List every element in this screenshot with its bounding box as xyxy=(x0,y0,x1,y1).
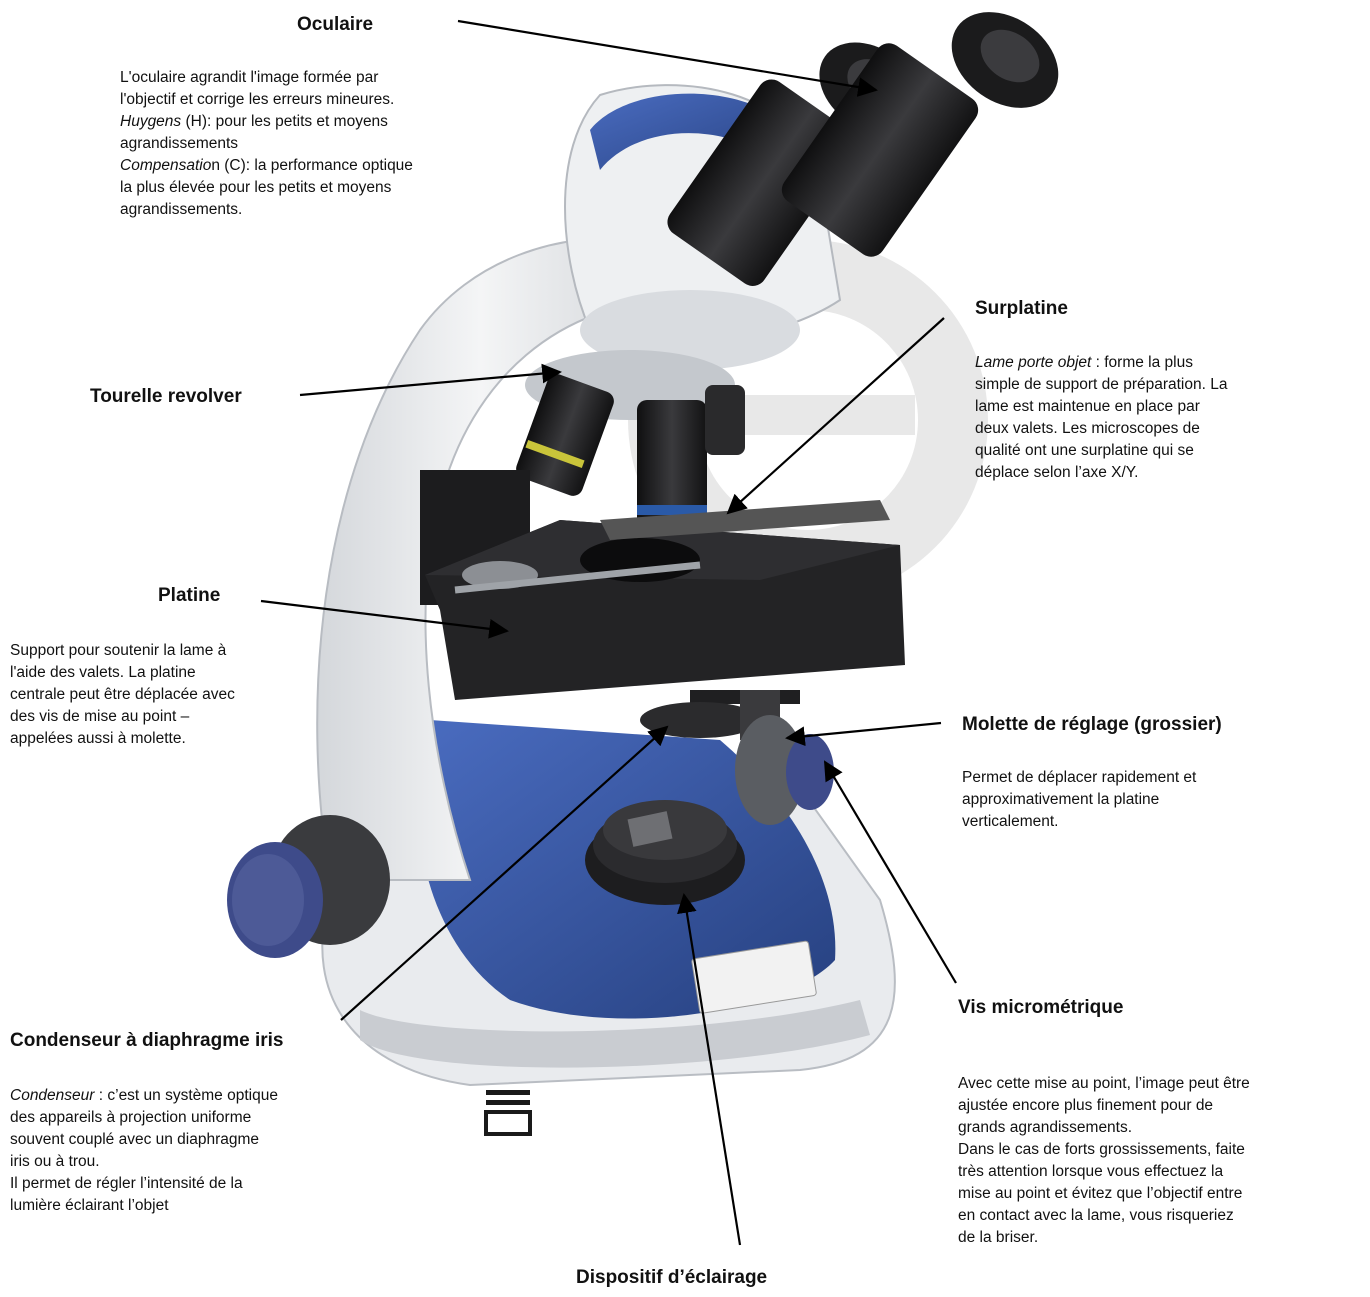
condenseur-line-5: lumière éclairant l’objet xyxy=(10,1195,350,1217)
condenseur-title: Condenseur à diaphragme iris xyxy=(10,1029,283,1053)
platine-line-3: centrale peut être déplacée avec xyxy=(10,684,330,706)
vis-line-3: grands agrandissements. xyxy=(958,1117,1363,1139)
vis-line-8: de la briser. xyxy=(958,1227,1363,1249)
oculaire-compensation-line-2: agrandissements. xyxy=(120,199,460,221)
condenseur-term: Condenseur xyxy=(10,1087,94,1104)
surplatine-line-2: lame est maintenue en place par xyxy=(975,396,1275,418)
vis-description: Avec cette mise au point, l’image peut ê… xyxy=(958,1073,1363,1249)
condenseur-line-1: des appareils à projection uniforme xyxy=(10,1107,350,1129)
condenseur-line-3: iris ou à trou. xyxy=(10,1151,350,1173)
molette-description: Permet de déplacer rapidement et approxi… xyxy=(962,767,1282,833)
oculaire-huygens-term: Huygens xyxy=(120,113,181,130)
condenseur-line-4: Il permet de régler l’intensité de la xyxy=(10,1173,350,1195)
oculaire-compensation-line-1: la plus élevée pour les petits et moyens xyxy=(120,177,460,199)
arrow-molette xyxy=(787,723,941,738)
tourelle-title: Tourelle revolver xyxy=(90,385,242,409)
molette-line-3: verticalement. xyxy=(962,811,1282,833)
molette-title: Molette de réglage (grossier) xyxy=(962,713,1222,737)
arrow-oculaire xyxy=(458,21,876,90)
oculaire-title: Oculaire xyxy=(297,13,373,37)
surplatine-line-4: qualité ont une surplatine qui se xyxy=(975,440,1275,462)
molette-line-2: approximativement la platine xyxy=(962,789,1282,811)
platine-line-4: des vis de mise au point – xyxy=(10,706,330,728)
surplatine-text: : forme la plus xyxy=(1091,354,1193,371)
platine-title: Platine xyxy=(158,584,220,608)
vis-line-6: mise au point et évitez que l’objectif e… xyxy=(958,1183,1363,1205)
oculaire-huygens-text: (H): pour les petits et moyens xyxy=(181,113,388,130)
platine-line-2: l'aide des valets. La platine xyxy=(10,662,330,684)
surplatine-line-5: déplace selon l’axe X/Y. xyxy=(975,462,1275,484)
oculaire-line-2: l'objectif et corrige les erreurs mineur… xyxy=(120,89,460,111)
oculaire-description: L'oculaire agrandit l'image formée par l… xyxy=(120,67,460,221)
vis-title: Vis micrométrique xyxy=(958,996,1123,1020)
oculaire-huygens-cont: agrandissements xyxy=(120,133,460,155)
surplatine-description: Lame porte objet : forme la plus simple … xyxy=(975,352,1275,484)
vis-line-1: Avec cette mise au point, l’image peut ê… xyxy=(958,1073,1363,1095)
oculaire-compensation-text: n (C): la performance optique xyxy=(211,157,413,174)
condenseur-text: : c’est un système optique xyxy=(94,1087,278,1104)
focus-knob-right-icon xyxy=(735,715,834,825)
oculaire-compensation-term: Compensatio xyxy=(120,157,211,174)
surplatine-term: Lame porte objet xyxy=(975,354,1091,371)
surplatine-line-1: simple de support de préparation. La xyxy=(975,374,1275,396)
vis-line-2: ajustée encore plus finement pour de xyxy=(958,1095,1363,1117)
vis-line-5: très attention lorsque vous effectuez la xyxy=(958,1161,1363,1183)
platine-line-5: appelées aussi à molette. xyxy=(10,728,330,750)
platine-line-1: Support pour soutenir la lame à xyxy=(10,640,330,662)
molette-line-1: Permet de déplacer rapidement et xyxy=(962,767,1282,789)
base-badge xyxy=(486,1090,530,1134)
eclairage-title: Dispositif d’éclairage xyxy=(576,1266,767,1290)
condenseur-description: Condenseur : c’est un système optique de… xyxy=(10,1085,350,1217)
vis-line-7: en contact avec la lame, vous risqueriez xyxy=(958,1205,1363,1227)
surplatine-line-3: deux valets. Les microscopes de xyxy=(975,418,1275,440)
platine-description: Support pour soutenir la lame à l'aide d… xyxy=(10,640,330,750)
oculaire-line-1: L'oculaire agrandit l'image formée par xyxy=(120,67,460,89)
eyepiece-right-icon xyxy=(776,0,1076,262)
surplatine-title: Surplatine xyxy=(975,297,1068,321)
vis-line-4: Dans le cas de forts grossissements, fai… xyxy=(958,1139,1363,1161)
condenseur-line-2: souvent couplé avec un diaphragme xyxy=(10,1129,350,1151)
